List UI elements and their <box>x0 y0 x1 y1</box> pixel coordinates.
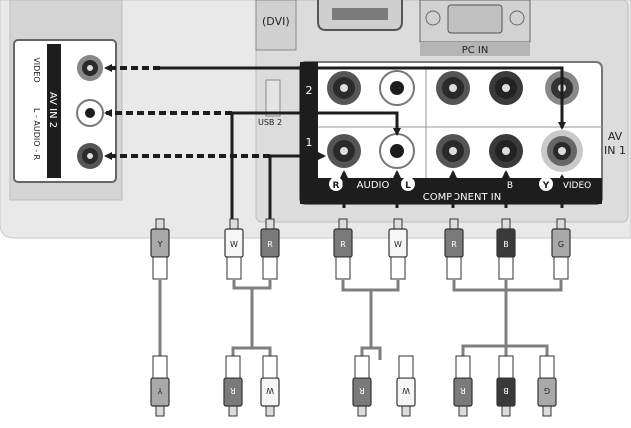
svg-text:G: G <box>544 386 550 395</box>
jack-row1-pr <box>436 134 470 168</box>
av-in-2-panel: AV IN 2 VIDEO L - AUDIO - R <box>13 39 117 183</box>
component-plug-arrows <box>340 170 566 208</box>
side-video-label: VIDEO <box>32 57 41 82</box>
usb-port: USB 2 <box>258 79 282 127</box>
component-in-label: COMPONENT IN <box>423 192 501 203</box>
av-jack-panel: 2 1 R AUDIO L B Y VIDEO COMPONENT IN AV … <box>299 61 626 205</box>
svg-text:R: R <box>359 386 365 395</box>
plug-audio1-red: R <box>333 218 353 280</box>
line-audio-l <box>230 111 401 240</box>
side-jack-audio-l <box>76 99 104 127</box>
plug-bottom-comp-b: B <box>496 355 516 417</box>
svg-text:G: G <box>558 240 564 249</box>
audio-r-badge: R <box>333 181 340 191</box>
plug-component-g: G <box>551 218 571 280</box>
jack-row-2 <box>327 70 579 106</box>
plug-bottom-av-white: W <box>260 355 280 417</box>
jack-row2-pr <box>436 71 470 105</box>
line-video-to-y <box>160 66 566 130</box>
plug-av-audio-white: W <box>224 218 244 280</box>
video-y-badge: Y <box>542 181 550 191</box>
plug-bottom-audio-red: R <box>352 355 372 417</box>
pc-in-label: PC IN <box>462 45 489 56</box>
svg-text:Y: Y <box>157 386 163 395</box>
av-in-2-label: AV IN 2 <box>47 92 58 128</box>
plug-composite-video: Y <box>150 218 170 280</box>
plug-bottom-composite: Y <box>150 355 170 417</box>
line-audio-r <box>268 152 326 240</box>
plug-bottom-comp-r: R <box>453 355 473 417</box>
video-label: VIDEO <box>563 181 592 191</box>
usb-label: USB 2 <box>258 118 282 127</box>
cables <box>158 280 563 360</box>
jack-row2-audio-r <box>327 71 361 105</box>
plug-av-audio-red: R <box>260 218 280 280</box>
plug-component-r: R <box>444 218 464 280</box>
jack-row2-pb <box>489 71 523 105</box>
svg-text:B: B <box>503 240 509 249</box>
solid-connection-lines <box>160 66 566 240</box>
jack-row-1 <box>327 130 583 172</box>
audio-l-badge: L <box>405 181 411 191</box>
plug-bottom-comp-g: G <box>537 355 557 417</box>
svg-text:Y: Y <box>157 240 163 249</box>
svg-text:W: W <box>266 386 274 395</box>
hdmi-port <box>317 0 403 31</box>
jack-row1-audio-r <box>327 134 361 168</box>
dvi-port-area: (DVI) <box>255 0 297 51</box>
side-audio-label: L - AUDIO - R <box>32 108 41 161</box>
svg-text:R: R <box>451 240 457 249</box>
jack-row1-audio-l <box>379 133 415 169</box>
row-1-label: 1 <box>306 136 313 149</box>
bottom-plugs: Y R W R W R <box>150 355 557 417</box>
plug-component-b: B <box>496 218 516 280</box>
dashed-connection-arrows <box>104 64 270 160</box>
side-jack-audio-r <box>77 143 103 169</box>
av-in-1-label-line2: IN 1 <box>604 144 626 157</box>
svg-text:R: R <box>460 386 466 395</box>
side-jack-video <box>77 55 103 81</box>
jack-row1-pb <box>489 134 523 168</box>
jack-row2-audio-l <box>379 70 415 106</box>
svg-text:R: R <box>267 240 273 249</box>
plug-audio1-white: W <box>388 218 408 280</box>
jack-row1-y-video <box>541 130 583 172</box>
row-2-label: 2 <box>306 84 313 97</box>
dvi-label: (DVI) <box>262 15 290 28</box>
audio-label: AUDIO <box>357 180 390 191</box>
svg-text:B: B <box>503 386 509 395</box>
svg-text:W: W <box>394 240 402 249</box>
pb-badge: B <box>507 181 513 191</box>
top-plugs: Y W R R W R <box>150 218 571 280</box>
svg-text:W: W <box>402 386 410 395</box>
svg-text:W: W <box>230 240 238 249</box>
plug-bottom-audio-white: W <box>396 355 416 417</box>
av-in-1-label-line1: AV <box>608 130 623 143</box>
plug-bottom-av-red: R <box>223 355 243 417</box>
pc-in-port: PC IN <box>419 0 531 56</box>
svg-text:R: R <box>340 240 346 249</box>
svg-text:R: R <box>230 386 236 395</box>
